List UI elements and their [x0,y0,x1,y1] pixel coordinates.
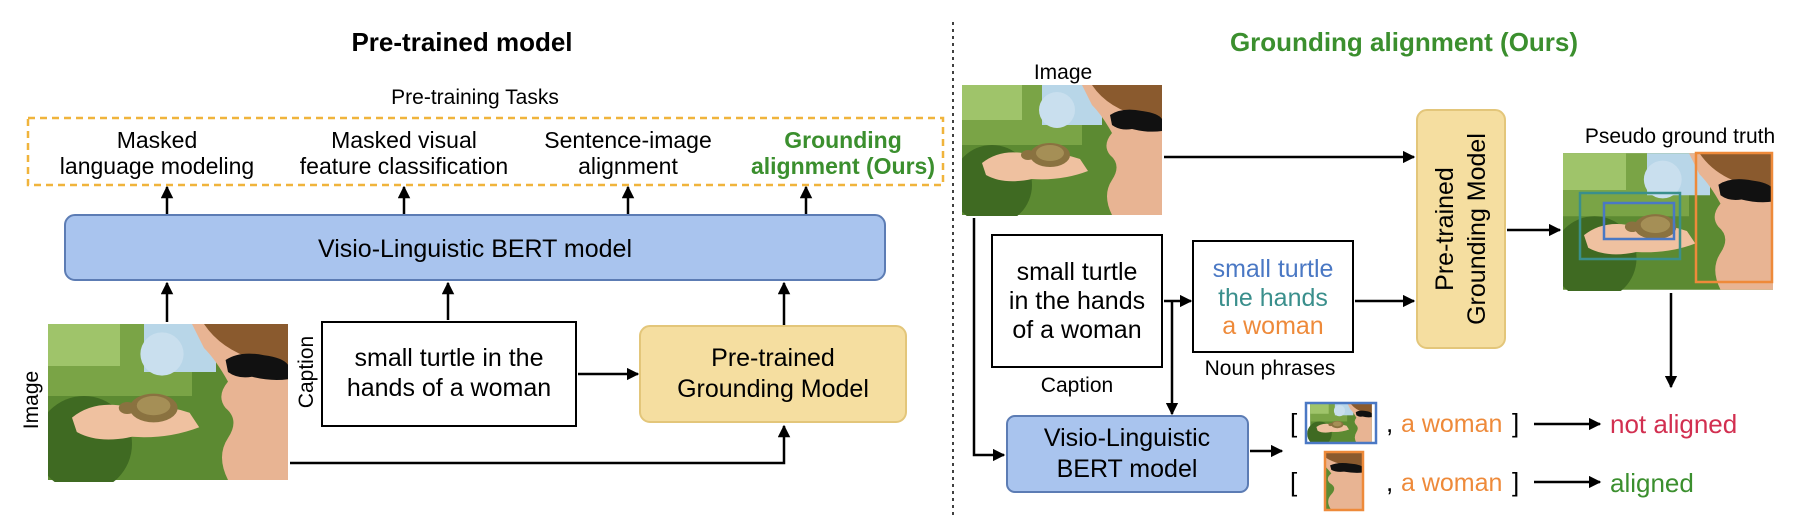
svg-text:a woman: a woman [1401,410,1502,438]
right-bert-line1: Visio-Linguistic [1044,424,1210,452]
pseudo-gt-photo-icon [1563,153,1773,291]
svg-text:feature classification: feature classification [300,153,508,179]
right-grounding-model-box [1416,109,1506,349]
noun-phrase-a-woman: a woman [1222,312,1323,340]
svg-text:language modeling: language modeling [60,153,254,179]
svg-text:Pre-trained: Pre-trained [1431,167,1459,291]
right-caption-label: Caption [1041,374,1113,397]
task-sentence-image-alignment: Sentence-image alignment [544,127,712,179]
task-masked-visual-feature-classification: Masked visual feature classification [300,127,508,179]
svg-text:Grounding: Grounding [784,127,902,153]
pretraining-tasks-box [26,116,945,187]
right-caption-line1: small turtle [1017,258,1138,286]
noun-phrases-box [1192,240,1354,353]
svg-text:[: [ [1290,408,1298,438]
left-grounding-line1: Pre-trained [711,344,835,372]
svg-text:[: [ [1290,467,1298,497]
svg-text:a woman: a woman [1401,469,1502,497]
svg-text:Masked visual: Masked visual [331,127,477,153]
noun-phrase-the-hands: the hands [1218,284,1328,312]
bbox-the-hands [1578,191,1682,261]
svg-text:Sentence-image: Sentence-image [544,127,712,153]
left-caption-label: Caption [295,336,318,408]
left-grounding-line2: Grounding Model [677,375,869,403]
bert-model-label: Visio-Linguistic BERT model [318,235,632,263]
svg-text:]: ] [1512,408,1519,438]
left-panel-title: Pre-trained model [351,27,572,57]
right-caption-box [991,234,1163,368]
right-caption-line2: in the hands [1009,287,1145,315]
photo-turtle-woman-icon [48,324,288,482]
arrow-image-to-grounding [290,424,791,465]
right-caption-line3: of a woman [1012,316,1141,344]
right-photo-icon [962,85,1162,216]
task-masked-language-modeling: Masked language modeling [60,127,254,179]
result-row-not-aligned: [ , a woman ] not aligned [1290,401,1737,445]
result-aligned: aligned [1610,468,1694,498]
left-image-label: Image [20,371,43,429]
pseudo-gt-label: Pseudo ground truth [1585,125,1775,148]
right-bert-model-box [1006,415,1249,493]
right-grounding-model-label: Pre-trained Grounding Model [1431,133,1491,325]
noun-phrase-small-turtle: small turtle [1213,255,1334,283]
right-image-label: Image [1034,61,1092,84]
svg-text:alignment (Ours): alignment (Ours) [751,153,935,179]
right-bert-line2: BERT model [1057,455,1198,483]
bbox-small-turtle [1602,201,1676,241]
left-caption-line2: hands of a woman [347,374,551,402]
crop-turtle-hands-icon [1307,403,1372,443]
result-not-aligned: not aligned [1610,409,1737,439]
svg-text:alignment: alignment [578,153,678,179]
arrow-image-to-bert-right [972,218,1006,462]
bbox-a-woman [1694,151,1774,284]
left-caption-box [321,321,577,427]
task-grounding-alignment: Grounding alignment (Ours) [751,127,935,179]
noun-phrases-label: Noun phrases [1205,357,1336,380]
pretraining-tasks-caption: Pre-training Tasks [391,86,559,109]
svg-text:]: ] [1512,467,1519,497]
result-row-aligned: [ , a woman ] aligned [1290,450,1694,512]
svg-text:Grounding Model: Grounding Model [1463,133,1491,325]
left-grounding-model-box [639,325,907,423]
bert-model-box [64,214,886,281]
svg-text:,: , [1386,467,1393,497]
svg-text:Masked: Masked [117,127,198,153]
svg-text:,: , [1386,408,1393,438]
right-panel-title: Grounding alignment (Ours) [1230,27,1578,57]
left-caption-line1: small turtle in the [355,344,544,372]
